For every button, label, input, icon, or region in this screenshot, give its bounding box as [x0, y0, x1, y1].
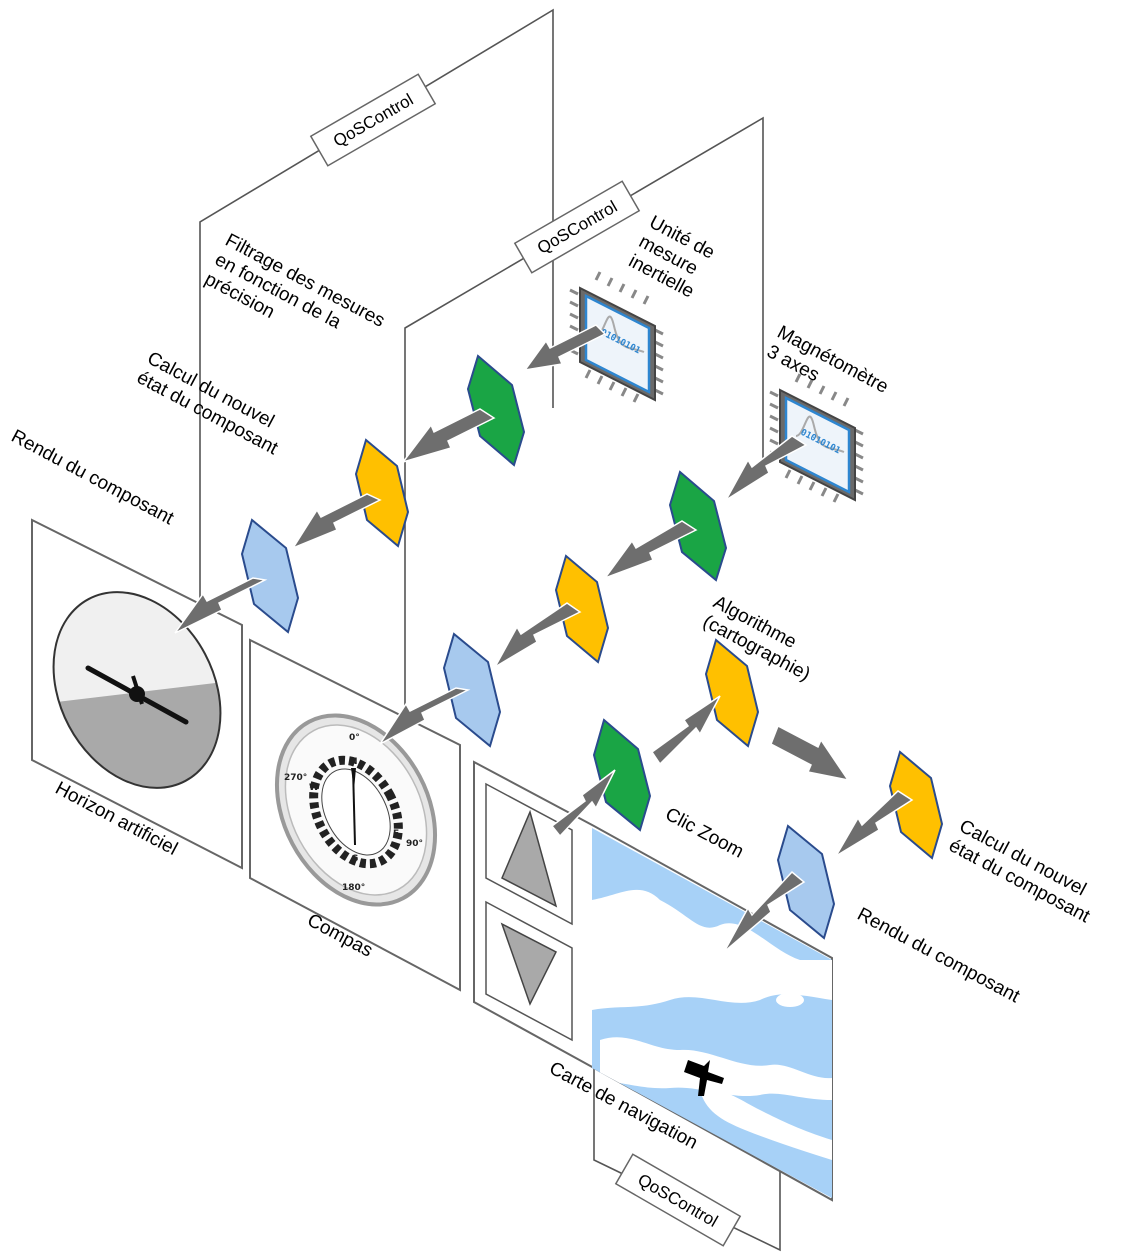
- horizon-panel: [31, 518, 243, 870]
- arrow-render-to-compass: [379, 687, 471, 745]
- arrow-render-to-map: [723, 870, 806, 953]
- zoom-out-icon: [500, 922, 558, 1006]
- compute-node-left: [354, 438, 410, 548]
- arrow-mag-to-filter: [723, 435, 808, 503]
- zoom-in-icon: [501, 809, 558, 908]
- compass-south: S: [352, 854, 358, 864]
- filter-label: Filtrage des mesures en fonction de la p…: [201, 230, 388, 334]
- arrow-compute-to-render-right: [835, 790, 914, 857]
- imu-chip-icon: 01010101: [569, 271, 664, 403]
- compass-180deg: 180°: [342, 883, 365, 893]
- compass-east: E: [393, 829, 399, 839]
- zoom-out-button[interactable]: [485, 900, 573, 1042]
- arrow-filter-to-compute: [401, 408, 496, 464]
- compass-north: N: [350, 757, 358, 767]
- filter-node-mag: [668, 470, 728, 582]
- click-zoom-label: Clic Zoom: [662, 804, 747, 863]
- compass-west: W: [309, 783, 319, 793]
- magnetometer-chip-icon: 01010101: [769, 373, 864, 503]
- compass-90deg: 90°: [406, 839, 423, 849]
- compute-left-label: Calcul du nouvel état du composant: [133, 348, 282, 460]
- flow-arrows: [174, 324, 914, 953]
- navigation-map-panel: [473, 760, 833, 1202]
- compute-right-label: Calcul du nouvel état du composant: [945, 816, 1094, 928]
- compass-dial: 0° 270° 90° 180° N W E S: [274, 713, 438, 907]
- qos-tag-3: QoSControl: [614, 1153, 742, 1247]
- compute-node-mid: [554, 554, 610, 664]
- qos-tag-2: QoSControl: [513, 180, 641, 274]
- filter-node-imu: [466, 354, 526, 467]
- compute-node-right: [888, 750, 944, 860]
- arrow-render-to-horizon: [174, 577, 268, 634]
- qos-tag-1: QoSControl: [309, 73, 437, 167]
- arrow-map-to-click: [550, 769, 616, 838]
- compass-0deg: 0°: [349, 733, 360, 743]
- click-zoom-node: [592, 718, 652, 832]
- render-node-mid: [442, 632, 502, 748]
- airplane-icon: [684, 1060, 724, 1096]
- render-right-label: Rendu du composant: [854, 904, 1024, 1008]
- compass-270deg: 270°: [284, 773, 307, 783]
- arrow-filter-to-compute-mid: [602, 520, 698, 580]
- arrow-compute-to-render: [291, 493, 382, 550]
- zoom-in-button[interactable]: [485, 782, 573, 926]
- arrow-algorithm-to-compute: [770, 724, 850, 782]
- render-node-right: [776, 824, 836, 940]
- render-node-left: [240, 518, 300, 634]
- render-left-label: Rendu du composant: [8, 426, 178, 530]
- processing-nodes: [240, 354, 944, 940]
- arrow-compute-to-render-mid: [493, 602, 582, 670]
- algorithm-node: [704, 638, 760, 748]
- arrow-imu-to-filter: [523, 324, 607, 372]
- arrow-click-to-algorithm: [650, 695, 721, 766]
- imu-label: Unité de mesure inertielle: [625, 212, 718, 303]
